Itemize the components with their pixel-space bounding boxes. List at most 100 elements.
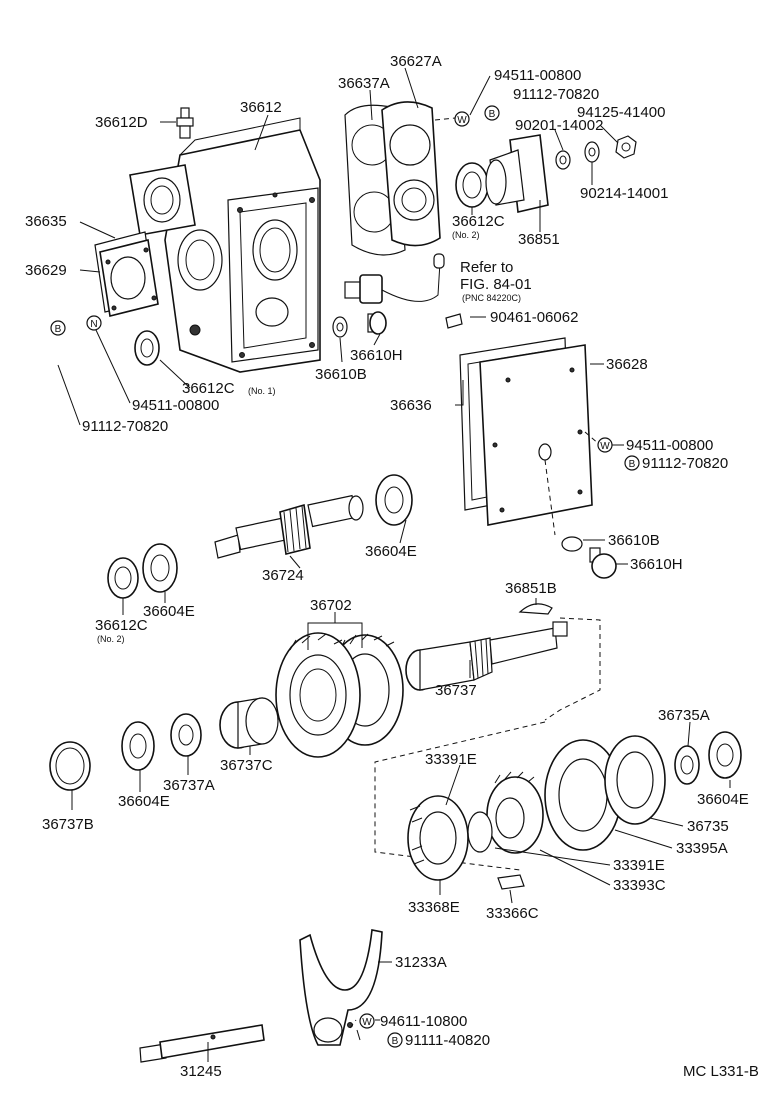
svg-text:W: W (362, 1017, 372, 1028)
label-36612C-no2-top: 36612C (452, 213, 505, 230)
label-33395A: 33395A (676, 840, 728, 857)
svg-text:B: B (392, 1036, 399, 1047)
nut-94125-41400 (615, 135, 637, 159)
label-94511-00800-right: 94511-00800 (626, 437, 713, 454)
bearing-36604E-b (142, 543, 178, 593)
shift-shaft-31245 (139, 1024, 265, 1063)
svg-text:B: B (629, 459, 636, 470)
label-90201-14002: 90201-14002 (515, 117, 603, 134)
label-36636: 36636 (390, 397, 432, 414)
label-36612C-no2-left: 36612C (95, 617, 148, 634)
label-36604E-b: 36604E (143, 603, 195, 620)
note-no1: (No. 1) (248, 386, 276, 396)
label-36637A: 36637A (338, 75, 390, 92)
bearing-retainer-36627A (381, 101, 441, 247)
hub-33393C (486, 771, 544, 854)
label-36610B-top: 36610B (315, 366, 367, 383)
gasket-36610B-top (332, 316, 348, 338)
label-91112-70820-right: 91112-70820 (642, 455, 728, 472)
label-36629: 36629 (25, 262, 67, 279)
gasket-36610B-right (561, 536, 583, 552)
label-36612D: 36612D (95, 114, 148, 131)
plug-36610H-top (367, 311, 387, 335)
washer-90214-14001 (584, 141, 600, 163)
output-shaft-36737 (405, 621, 568, 691)
figure-code: MC L331-B (683, 1063, 759, 1080)
label-36735: 36735 (687, 818, 729, 835)
label-36612: 36612 (240, 99, 282, 116)
label-36604E-right: 36604E (697, 791, 749, 808)
key-36851B (518, 603, 553, 615)
label-36702: 36702 (310, 597, 352, 614)
label-36737: 36737 (435, 682, 477, 699)
label-36851: 36851 (518, 231, 560, 248)
label-33366C: 33366C (486, 905, 539, 922)
label-94511-00800-top: 94511-00800 (494, 67, 581, 84)
label-36628: 36628 (606, 356, 648, 373)
label-36724: 36724 (262, 567, 304, 584)
sleeve-36737C (219, 697, 279, 749)
snap-ring-36737B (49, 741, 91, 791)
input-shaft-36724 (214, 494, 364, 559)
label-33368E: 33368E (408, 899, 460, 916)
label-94125-41400: 94125-41400 (577, 104, 665, 121)
label-refer-to: Refer to (460, 259, 513, 276)
bearing-36737A (170, 713, 202, 757)
plug-36610H-right (589, 547, 617, 579)
label-90461-06062: 90461-06062 (490, 309, 578, 326)
bearing-36604E-right (708, 731, 742, 779)
svg-text:N: N (90, 319, 97, 330)
label-90214-14001: 90214-14001 (580, 185, 668, 202)
marker-b-top: B (484, 105, 500, 121)
sleeve-36735 (544, 739, 622, 851)
svg-text:B: B (55, 324, 62, 335)
label-36604E-c: 36604E (118, 793, 170, 810)
bearing-36612C-no1 (134, 330, 160, 366)
marker-n-left: N (86, 315, 102, 331)
transfer-case-36612 (164, 117, 321, 373)
marker-w-right: W (597, 437, 613, 453)
bearing-36604E-c (121, 721, 155, 771)
label-36612C-no1: 36612C (182, 380, 235, 397)
marker-w-top: W (454, 111, 470, 127)
label-36610H-top: 36610H (350, 347, 403, 364)
label-36737B: 36737B (42, 816, 94, 833)
note-no2-top: (No. 2) (452, 230, 480, 240)
label-36735A: 36735A (658, 707, 710, 724)
case-flange (129, 164, 196, 236)
key-33366C (497, 874, 525, 890)
speed-sensor (344, 253, 445, 304)
shift-fork-31233A (299, 929, 383, 1046)
label-31233A: 31233A (395, 954, 447, 971)
bearing-36604E-a (375, 474, 413, 526)
label-94611-10800: 94611-10800 (380, 1013, 467, 1030)
label-pnc-ref: (PNC 84220C) (462, 293, 521, 303)
label-31245: 31245 (180, 1063, 222, 1080)
breather-plug-36612D (176, 107, 194, 139)
label-33391E-top: 33391E (425, 751, 477, 768)
label-36627A: 36627A (390, 53, 442, 70)
label-36610B-right: 36610B (608, 532, 660, 549)
ring-33391E (467, 811, 493, 853)
label-36851B: 36851B (505, 580, 557, 597)
marker-b-bottom: B (387, 1032, 403, 1048)
gear-set-36702 (275, 632, 404, 758)
clip-90461-06062 (445, 313, 463, 329)
label-36737A: 36737A (163, 777, 215, 794)
label-91112-70820-left: 91112-70820 (82, 418, 168, 435)
label-36635: 36635 (25, 213, 67, 230)
svg-text:W: W (457, 115, 467, 126)
svg-text:W: W (600, 441, 610, 452)
label-91112-70820-top: 91112-70820 (513, 86, 599, 103)
output-shaft-group-outline (544, 617, 601, 721)
rear-cover-36628 (479, 344, 593, 526)
bearing-36735A (674, 745, 700, 785)
sleeve-33368E (407, 795, 469, 881)
label-91111-40820: 91111-40820 (405, 1032, 490, 1049)
label-94511-00800-left: 94511-00800 (132, 397, 219, 414)
marker-b-right: B (624, 455, 640, 471)
marker-b-left: B (50, 320, 66, 336)
label-33393C: 33393C (613, 877, 666, 894)
washer-90201-14002 (555, 150, 571, 170)
